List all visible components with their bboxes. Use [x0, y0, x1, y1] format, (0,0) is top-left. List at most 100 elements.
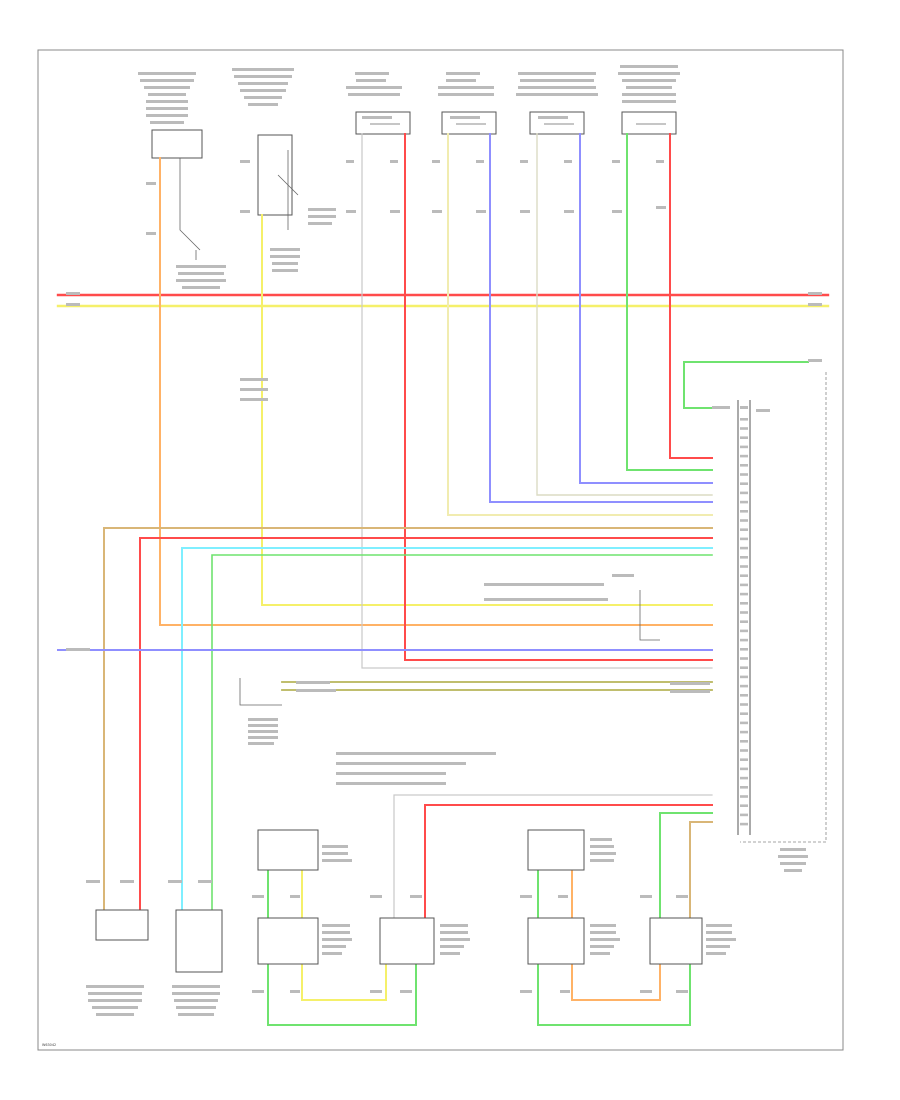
figure-id: W63042 [42, 1043, 56, 1047]
component-label [618, 65, 680, 103]
connector-pin [740, 776, 748, 780]
connector-pin [740, 583, 748, 587]
component-box [441, 111, 497, 135]
connector-pin [740, 813, 748, 817]
connector-pin [740, 427, 748, 430]
component-label [176, 208, 336, 289]
component-box [257, 134, 293, 216]
wire-beige [536, 133, 713, 496]
connector-pin [740, 703, 748, 706]
component-box [151, 129, 203, 159]
wire-green-3 [659, 812, 713, 931]
connector-pin [740, 418, 748, 421]
connector-pin [740, 620, 748, 623]
connector-pin [740, 629, 748, 633]
connector-pin [740, 712, 748, 715]
connector-pin [740, 638, 748, 642]
component-box [257, 917, 319, 965]
connector-pin [740, 482, 748, 485]
ground-bracket [239, 678, 282, 706]
connector-pin [740, 740, 748, 743]
component-label [516, 72, 598, 119]
wire-red-2 [669, 133, 713, 459]
wire-gray-2 [393, 794, 713, 931]
wire-harness [56, 133, 830, 1026]
connector-pin [740, 537, 748, 541]
component-label [232, 68, 294, 106]
switch-contact [639, 590, 660, 641]
component-box [95, 909, 149, 941]
connector-pin [740, 694, 748, 697]
wire-cyan [181, 547, 713, 931]
wire-green-loop [683, 361, 809, 409]
connector-pin [740, 804, 748, 807]
wire-red-3 [139, 537, 713, 931]
connector-pin [740, 730, 748, 734]
component-box [527, 829, 585, 871]
connector-pin [740, 786, 748, 789]
wire-yellow-loop-bottom [301, 964, 387, 1001]
connector-pin [740, 454, 748, 458]
component-box [175, 909, 223, 973]
wire-tan-2 [689, 821, 713, 931]
switch-contacts [179, 123, 666, 260]
airbag-control-module [712, 372, 827, 872]
connector-pin [740, 666, 748, 669]
wire-green-2 [211, 554, 713, 931]
connector-pin [740, 491, 748, 495]
connector-pin [740, 546, 748, 550]
connector-pin [740, 648, 748, 651]
wire-code-labels [146, 160, 666, 235]
connector-pin [740, 657, 748, 660]
connector-pin [740, 565, 748, 568]
wire-green-loop-bottom-2 [537, 964, 691, 1026]
component-label [438, 72, 494, 119]
connector-pin [740, 510, 748, 513]
top-components [138, 65, 680, 289]
connector-pin [740, 464, 748, 467]
wire-blue-2 [579, 133, 713, 484]
connector-pin [740, 445, 748, 449]
component-label [346, 72, 402, 119]
connector-pin [740, 592, 748, 596]
connector-pin [740, 822, 748, 826]
component-label [138, 72, 196, 124]
connector-pin [740, 675, 748, 679]
wire-labels [66, 292, 822, 785]
wire-orange-loop-bottom [571, 964, 661, 1001]
connector-pin [740, 611, 748, 614]
wire-gray [361, 133, 713, 669]
component-box [355, 111, 411, 135]
connector-pin [740, 500, 748, 504]
wire-red-4 [424, 804, 713, 931]
connector-pin [740, 473, 748, 476]
connector-pin [740, 519, 748, 522]
wire-green-loop-bottom [267, 964, 417, 1026]
component-box [529, 111, 585, 135]
wire-tan [103, 527, 713, 931]
wire-spacer [222, 563, 712, 930]
connector-pin [740, 556, 748, 559]
wire-orange [159, 157, 713, 626]
connector-pin [740, 684, 748, 688]
connector-pin [740, 721, 748, 725]
wire-green [626, 133, 713, 471]
component-box [379, 917, 435, 965]
component-box [621, 111, 677, 135]
connector-pin [740, 758, 748, 761]
component-box [649, 917, 703, 965]
connector-pin [740, 795, 748, 798]
connector-pin [740, 749, 748, 752]
connector-pin [740, 767, 748, 771]
wire-red [404, 133, 713, 661]
component-box [257, 829, 319, 871]
connector-pin [740, 436, 748, 439]
wire-blue [489, 133, 713, 503]
wire-lightyellow [447, 133, 713, 516]
wire-yellow [261, 214, 713, 606]
component-box [527, 917, 585, 965]
connector-pin [740, 574, 748, 577]
connector-pin [740, 528, 748, 531]
bottom-components [86, 829, 736, 1016]
